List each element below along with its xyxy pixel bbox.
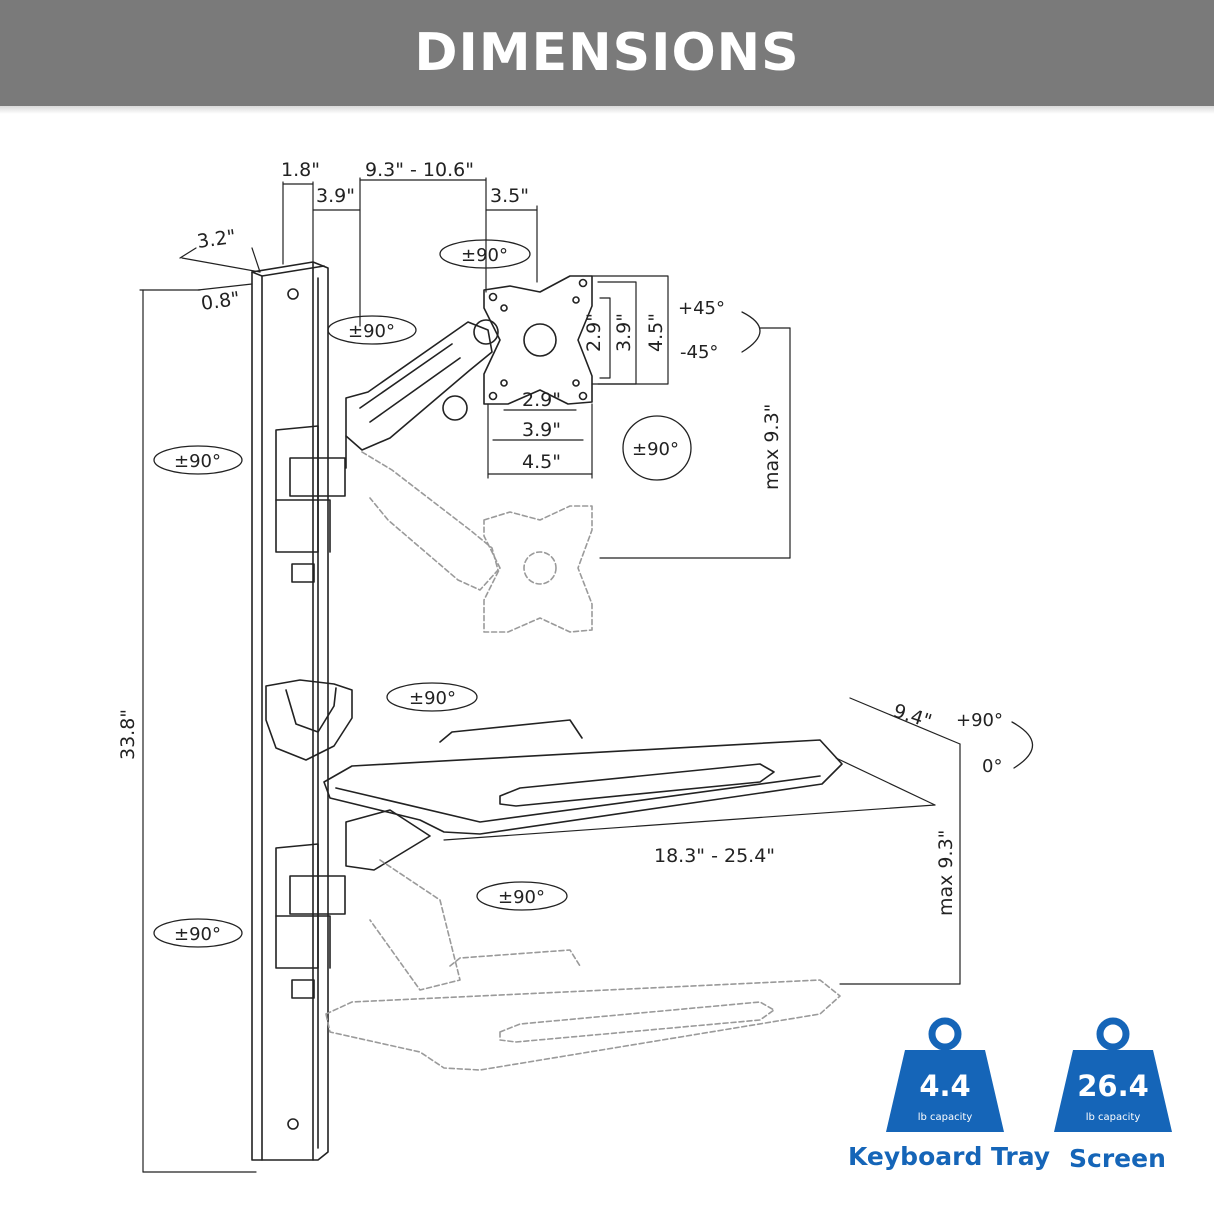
tray-dimension-lines bbox=[443, 697, 961, 985]
dim-3-9-top: 3.9" bbox=[316, 185, 355, 207]
rot-arm-pivot: ±90° bbox=[348, 321, 395, 342]
monitor-max-height-lines bbox=[599, 327, 791, 559]
rot-tilt-plus: +45° bbox=[678, 298, 725, 319]
cable-holder bbox=[265, 679, 353, 761]
dimension-labels: 1.8" 3.9" 9.3" - 10.6" 3.5" 3.2" 0.8" 2.… bbox=[117, 159, 957, 916]
dim-max-9-3-monitor: max 9.3" bbox=[761, 404, 783, 490]
vesa-dimension-lines bbox=[487, 275, 669, 479]
monitor-arm bbox=[345, 319, 499, 469]
dim-4-5-horizontal: 4.5" bbox=[522, 451, 561, 473]
dim-3-5: 3.5" bbox=[490, 185, 529, 207]
badge-keyboard-label: Keyboard Tray bbox=[848, 1142, 1051, 1171]
dim-2-9-vertical: 2.9" bbox=[583, 313, 605, 352]
tray-clamp bbox=[275, 843, 346, 999]
banner-shadow bbox=[0, 106, 1214, 114]
badge-screen-caption: lb capacity bbox=[1086, 1112, 1141, 1123]
rot-tray-tilt-plus: +90° bbox=[956, 710, 1003, 731]
monitor-clamp bbox=[275, 425, 346, 583]
dim-4-5-vertical: 4.5" bbox=[645, 313, 667, 352]
wall-rail bbox=[251, 261, 329, 1161]
dim-0-8: 0.8" bbox=[200, 288, 242, 315]
weight-badge-screen: 26.4 lb capacity bbox=[1054, 1017, 1172, 1132]
ghost-keyboard-tray bbox=[325, 859, 841, 1071]
weight-badge-keyboard: 4.4 lb capacity bbox=[886, 1017, 1004, 1132]
rotation-labels: ±90° ±90° +45° -45° ±90° ±90° ±90° +90° … bbox=[174, 245, 1003, 945]
dim-2-9-horizontal: 2.9" bbox=[522, 389, 561, 411]
ghost-monitor-arm bbox=[361, 451, 593, 633]
dim-max-9-3-tray: max 9.3" bbox=[935, 830, 957, 916]
dim-9-3-10-6: 9.3" - 10.6" bbox=[365, 159, 474, 181]
dim-9-4: 9.4" bbox=[890, 700, 934, 733]
dimension-lines-top bbox=[179, 177, 538, 327]
keyboard-tray bbox=[323, 719, 843, 871]
rot-tilt-minus: -45° bbox=[680, 342, 718, 363]
title-banner: DIMENSIONS bbox=[0, 0, 1214, 106]
page-title: DIMENSIONS bbox=[414, 23, 800, 83]
badge-screen-label: Screen bbox=[1069, 1144, 1166, 1173]
rot-top-pivot: ±90° bbox=[461, 245, 508, 266]
badge-keyboard-value: 4.4 bbox=[919, 1069, 970, 1103]
vesa-plate bbox=[483, 275, 593, 405]
rot-tray-lower: ±90° bbox=[498, 887, 545, 908]
rot-monitor-rotate: ±90° bbox=[632, 439, 679, 460]
badge-keyboard-caption: lb capacity bbox=[918, 1112, 973, 1123]
rotation-arcs bbox=[153, 239, 1034, 948]
dim-3-9-vertical: 3.9" bbox=[613, 313, 635, 352]
rot-pole-upper: ±90° bbox=[174, 451, 221, 472]
rot-tray-upper: ±90° bbox=[409, 688, 456, 709]
dim-33-8: 33.8" bbox=[117, 709, 139, 760]
badge-screen-value: 26.4 bbox=[1077, 1069, 1149, 1103]
dim-18-3-25-4: 18.3" - 25.4" bbox=[654, 845, 775, 867]
rot-tray-tilt-zero: 0° bbox=[982, 756, 1002, 777]
dim-3-2: 3.2" bbox=[196, 226, 238, 253]
dim-3-9-horizontal: 3.9" bbox=[522, 419, 561, 441]
rail-height-lines bbox=[139, 289, 257, 1173]
dim-1-8: 1.8" bbox=[281, 159, 320, 181]
rot-pole-lower: ±90° bbox=[174, 924, 221, 945]
